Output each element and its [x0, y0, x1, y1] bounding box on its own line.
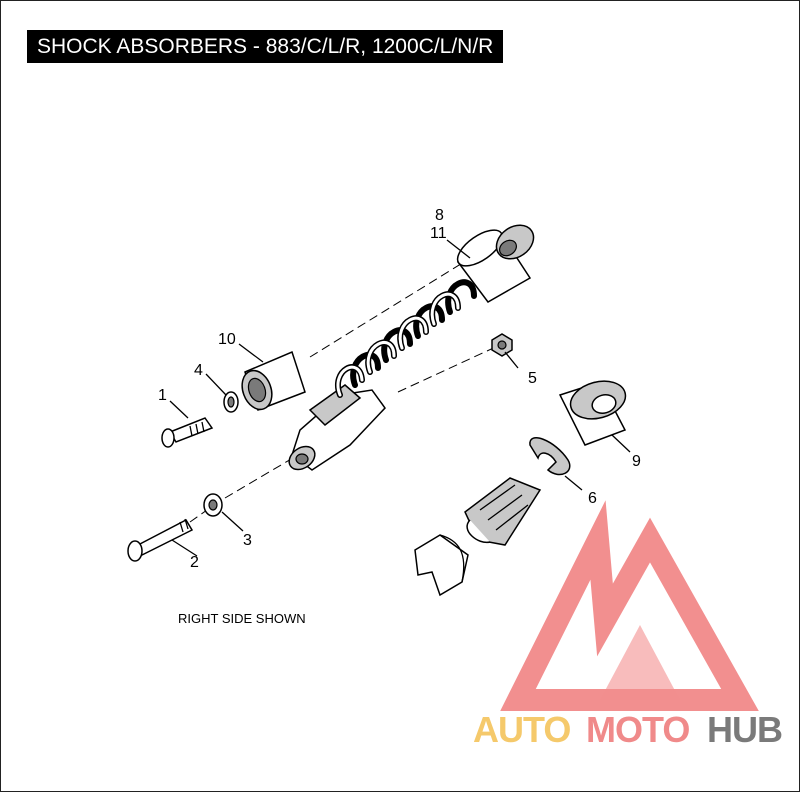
brand-moto: MOTO: [586, 709, 689, 750]
callout-6: 6: [588, 490, 597, 507]
callout-9: 9: [632, 453, 641, 470]
callout-10: 10: [218, 331, 236, 348]
callout-4: 4: [194, 362, 203, 379]
part-4-washer: [223, 391, 239, 413]
shock-spring: [335, 279, 477, 398]
logo-triangle-outer: [500, 500, 759, 711]
callout-2: 2: [190, 554, 199, 571]
caption-right-side: RIGHT SIDE SHOWN: [178, 611, 306, 626]
part-9-bushing: [558, 380, 627, 446]
part-3-washer: [203, 493, 223, 517]
part-1-bolt: [161, 417, 214, 448]
callout-3: 3: [243, 532, 252, 549]
leader-lines: [169, 239, 631, 557]
callout-1: 1: [158, 387, 167, 404]
bushing-cage: [464, 477, 542, 546]
watermark-logo: [500, 500, 759, 711]
callout-11: 11: [430, 225, 447, 242]
shock-absorber: [288, 224, 535, 471]
brand-hub: HUB: [707, 709, 782, 750]
callout-5: 5: [528, 370, 537, 387]
bushing-half: [414, 534, 469, 597]
watermark-brand: AUTO MOTO HUB: [473, 709, 783, 750]
part-6-clip: [529, 437, 571, 476]
part-10-bushing: [241, 350, 306, 411]
part-2-bolt: [127, 518, 194, 562]
callout-8: 8: [435, 207, 444, 224]
diagram-title: SHOCK ABSORBERS - 883/C/L/R, 1200C/L/N/R: [27, 30, 504, 63]
brand-auto: AUTO: [473, 709, 570, 750]
logo-triangle-inner: [600, 625, 680, 700]
part-5-nut: [491, 333, 513, 357]
